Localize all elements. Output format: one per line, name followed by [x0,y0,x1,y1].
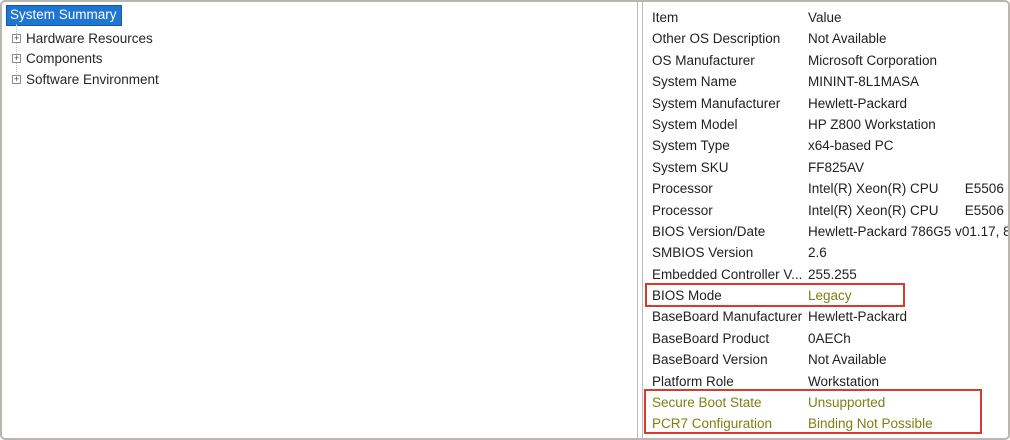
value-cell: Not Available [808,352,887,368]
value-cell: Hewlett-Packard 786G5 v01.17, 8/28/2009 [808,223,1008,239]
item-cell: BIOS Mode [652,288,722,304]
table-row[interactable]: Other OS Description Not Available [643,28,1008,49]
value-cell: 2.6 [808,245,827,261]
value-cell: Unsupported [808,395,886,411]
table-row[interactable]: Processor Intel(R) Xeon(R) CPU E5506 [643,200,1008,221]
item-cell: Other OS Description [652,31,781,47]
column-header-value[interactable]: Value [808,10,842,25]
table-row[interactable]: Embedded Controller V... 255.255 [643,264,1008,285]
value-cell: 0AECh [808,330,851,346]
tree-item-system-summary[interactable]: System Summary [6,5,122,26]
table-row[interactable]: System Name MININT-8L1MASA [643,71,1008,92]
item-cell: PCR7 Configuration [652,416,773,432]
value-cell: x64-based PC [808,138,894,154]
value-cell: Intel(R) Xeon(R) CPU E5506 [808,202,1004,218]
item-cell: Secure Boot State [652,395,762,411]
table-row[interactable]: System Model HP Z800 Workstation [643,114,1008,135]
value-cell: MININT-8L1MASA [808,74,920,90]
table-body: Other OS Description Not Available OS Ma… [643,28,1008,434]
table-row[interactable]: BaseBoard Manufacturer Hewlett-Packard [643,306,1008,327]
value-cell: Workstation [808,373,880,389]
category-tree-panel: System Summary + Hardware Resources + Co… [2,2,638,438]
item-cell: Platform Role [652,373,734,389]
item-cell: System SKU [652,159,729,175]
table-row[interactable]: System SKU FF825AV [643,157,1008,178]
item-cell: System Type [652,138,730,154]
tree-item-hardware-resources[interactable]: + Hardware Resources [5,28,637,49]
value-cell: Hewlett-Packard [808,95,908,111]
table-row[interactable]: BIOS Version/Date Hewlett-Packard 786G5 … [643,221,1008,242]
value-cell: Legacy [808,288,852,304]
item-cell: OS Manufacturer [652,52,755,68]
table-row[interactable]: BIOS Mode Legacy [643,285,1008,306]
expand-plus-icon[interactable]: + [12,73,21,84]
details-panel: Item Value Other OS Description Not Avai… [642,2,1008,438]
item-cell: BaseBoard Manufacturer [652,309,803,325]
expand-plus-icon[interactable]: + [12,32,21,43]
table-header-row: Item Value [643,7,1008,28]
item-cell: Processor [652,181,713,197]
expand-plus-icon[interactable]: + [12,53,21,64]
table-row[interactable]: BaseBoard Version Not Available [643,349,1008,370]
tree-item-label: Software Environment [26,71,159,87]
table-row[interactable]: SMBIOS Version 2.6 [643,242,1008,263]
tree-item-label: Components [26,51,103,67]
item-cell: System Model [652,116,738,132]
item-cell: BIOS Version/Date [652,223,766,239]
item-cell: SMBIOS Version [652,245,754,261]
column-header-item[interactable]: Item [652,10,679,25]
value-cell: Hewlett-Packard [808,309,908,325]
value-cell: Intel(R) Xeon(R) CPU E5506 [808,181,1004,197]
item-cell: BaseBoard Version [652,352,768,368]
table-row[interactable]: System Manufacturer Hewlett-Packard [643,93,1008,114]
table-row[interactable]: BaseBoard Product 0AECh [643,328,1008,349]
tree-item-list: + Hardware Resources + Components + Soft… [5,24,637,90]
item-cell: BaseBoard Product [652,330,770,346]
value-cell: Microsoft Corporation [808,52,938,68]
value-cell: HP Z800 Workstation [808,116,936,132]
tree-item-software-environment[interactable]: + Software Environment [5,69,637,90]
table-row[interactable]: Processor Intel(R) Xeon(R) CPU E5506 [643,178,1008,199]
value-cell: FF825AV [808,159,865,175]
value-cell: Binding Not Possible [808,416,933,432]
tree-item-label: Hardware Resources [26,30,153,46]
value-cell: 255.255 [808,266,857,282]
table-row[interactable]: System Type x64-based PC [643,135,1008,156]
value-cell: Not Available [808,31,887,47]
item-cell: Embedded Controller V... [652,266,803,282]
table-row[interactable]: Secure Boot State Unsupported [643,392,1008,413]
item-cell: System Manufacturer [652,95,781,111]
table-row[interactable]: PCR7 Configuration Binding Not Possible [643,413,1008,434]
table-row[interactable]: OS Manufacturer Microsoft Corporation [643,50,1008,71]
table-row[interactable]: Platform Role Workstation [643,371,1008,392]
tree-item-components[interactable]: + Components [5,49,637,70]
item-cell: System Name [652,74,737,90]
item-cell: Processor [652,202,713,218]
